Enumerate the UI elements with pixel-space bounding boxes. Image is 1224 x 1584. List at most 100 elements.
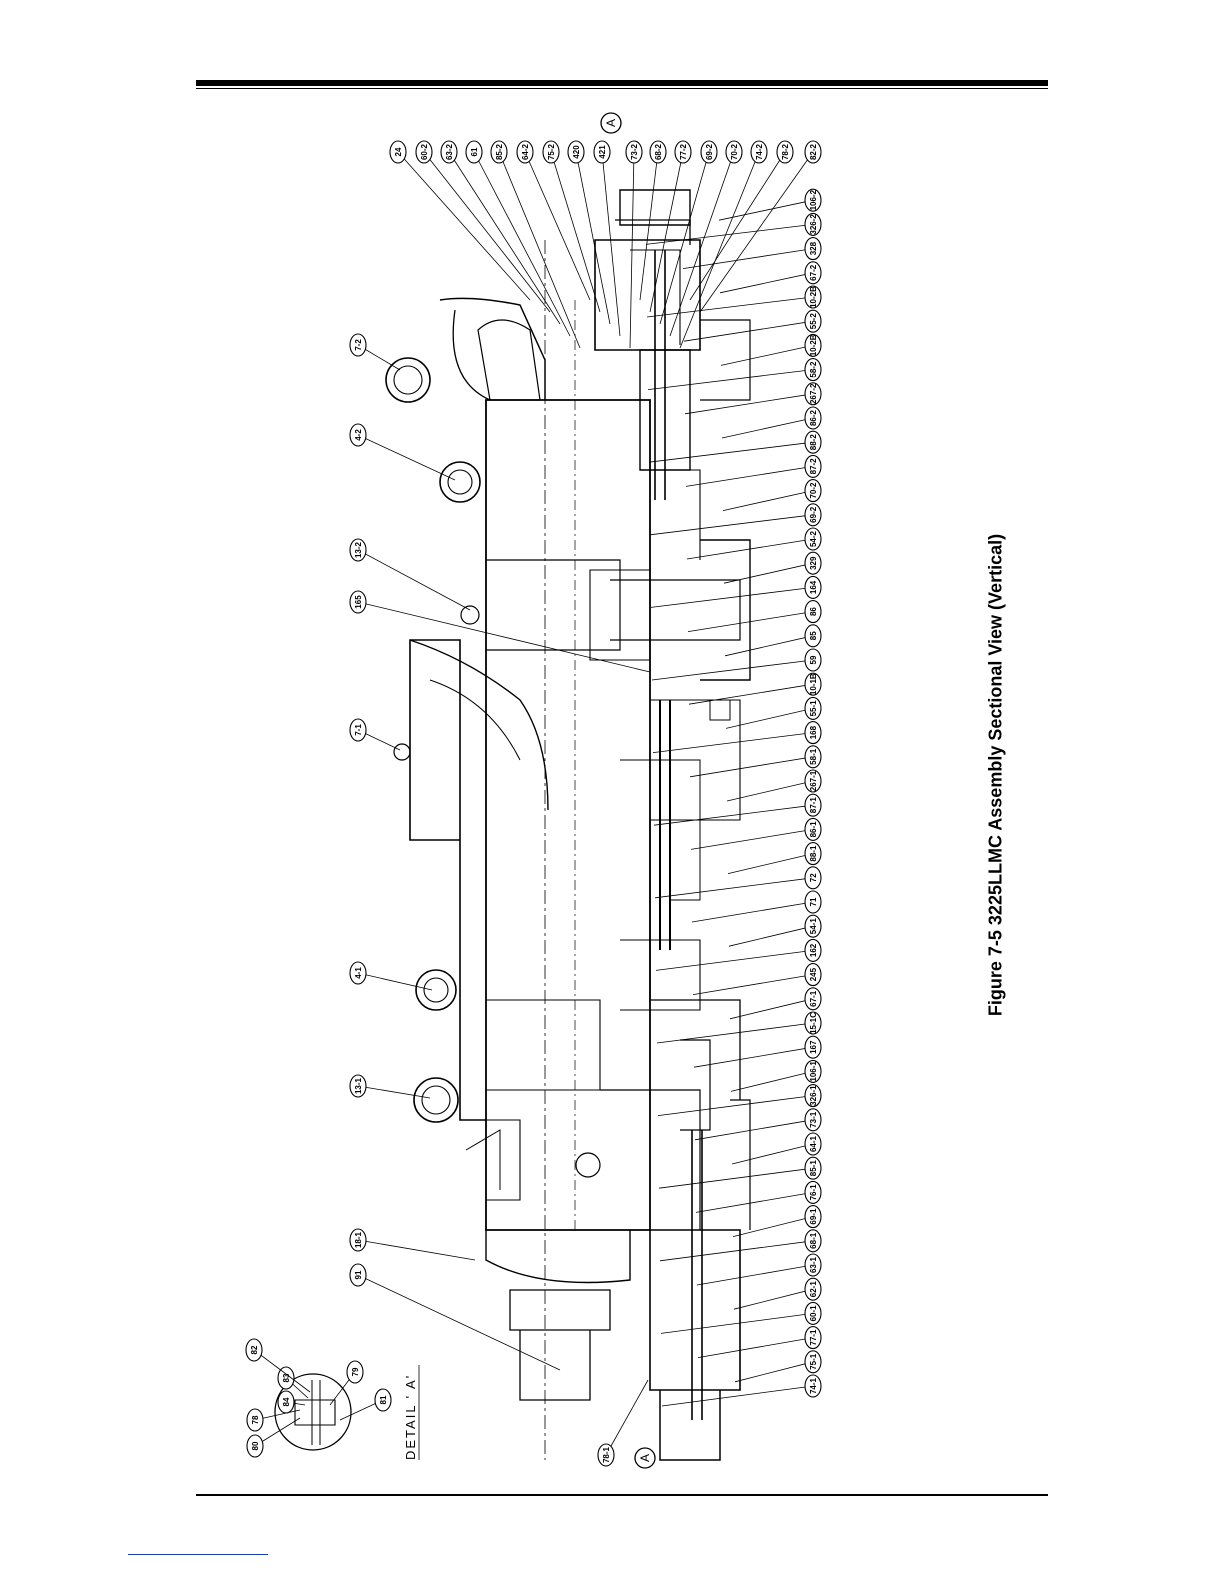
bubble-label: 24	[394, 147, 403, 156]
bubble-outline	[246, 1408, 264, 1432]
callout-bubble: 91	[349, 1263, 561, 1371]
bubble-label: 245	[809, 967, 818, 981]
leader-line	[724, 635, 814, 657]
bubble-label: 54-1	[809, 918, 818, 935]
section-marker-label: A	[638, 1454, 652, 1462]
leader-line	[357, 1274, 561, 1371]
bubble-label: 55-1	[809, 700, 818, 717]
bubble-outline	[804, 963, 822, 987]
misc-callout-bubbles: 78-1	[597, 1379, 649, 1467]
bubble-outline	[804, 1205, 822, 1229]
leader-line	[721, 417, 814, 439]
bubble-outline	[349, 590, 367, 614]
bubble-label: 82	[250, 1345, 259, 1354]
bubble-outline	[804, 842, 822, 866]
leader-line	[605, 1379, 649, 1456]
leader-line	[661, 1385, 814, 1407]
callout-bubble: 328	[682, 237, 822, 269]
bubble-outline	[804, 1301, 822, 1325]
bubble-label: 79	[351, 1367, 360, 1376]
detail-a-view	[274, 1373, 352, 1451]
bubble-outline	[804, 212, 822, 236]
bubble-outline	[804, 1084, 822, 1108]
bubble-label: 84	[282, 1397, 291, 1406]
leader-line	[357, 549, 471, 611]
bubble-outline	[804, 140, 822, 164]
bubble-outline	[349, 333, 367, 357]
callout-bubble: 164	[650, 575, 822, 608]
bubble-outline	[804, 527, 822, 551]
eye-bolts	[385, 357, 601, 1178]
bubble-label: 165	[354, 595, 363, 609]
bubble-outline	[804, 261, 822, 285]
callout-bubble: 62-1	[733, 1277, 822, 1310]
bubble-outline	[277, 1366, 295, 1390]
callout-bubble: 7-1	[349, 718, 401, 751]
bubble-outline	[516, 140, 534, 164]
bubble-label: 58-2	[809, 361, 818, 378]
callout-bubble: 86	[687, 600, 822, 632]
leader-line	[727, 853, 814, 874]
bubble-outline	[804, 793, 822, 817]
bubble-label: 77-2	[679, 143, 688, 160]
bubble-outline	[804, 1156, 822, 1180]
leader-line	[473, 151, 571, 337]
bubble-label: 67-1	[809, 990, 818, 1007]
leader-line	[731, 1143, 814, 1165]
callout-bubble: 69-1	[732, 1205, 822, 1237]
bubble-label: 106-2	[809, 189, 818, 210]
callout-bubble: 78-2	[689, 140, 794, 301]
bubble-outline	[349, 423, 367, 447]
leader-line	[683, 320, 814, 342]
leader-line	[524, 151, 591, 301]
leader-line	[692, 974, 814, 995]
bubble-label: 77-1	[809, 1329, 818, 1346]
bubble-label: 70-2	[730, 143, 739, 160]
bubble-label: 13-2	[354, 541, 363, 558]
callout-bubble: 79	[329, 1360, 364, 1406]
bubble-outline	[804, 914, 822, 938]
callout-bubble: 86-1	[690, 817, 822, 850]
callout-bubble: 67-1	[729, 987, 822, 1020]
leader-line	[686, 538, 814, 560]
callout-bubble: 267-1	[726, 769, 822, 802]
leader-line	[730, 1071, 814, 1092]
callout-bubble: 64-1	[731, 1132, 822, 1165]
bubble-label: 421	[598, 145, 607, 159]
bubble-outline	[804, 648, 822, 672]
bubble-label: 4-2	[354, 429, 363, 441]
figure-caption-text: Figure 7-5 3225LLMC Assembly Sectional V…	[985, 533, 1006, 1017]
bubble-outline	[804, 721, 822, 745]
leader-line	[646, 296, 814, 318]
callout-bubble: 69-2	[649, 503, 822, 536]
bubble-outline	[804, 1253, 822, 1277]
leader-line	[397, 151, 531, 301]
bubble-label: 75-2	[547, 143, 556, 160]
leader-line	[601, 151, 621, 337]
bubble-label: 67-2	[809, 264, 818, 281]
leader-line	[693, 1046, 814, 1068]
leader-line	[656, 1022, 814, 1044]
bubble-outline	[804, 1229, 822, 1253]
leader-line	[550, 151, 601, 313]
callout-bubble: 55-1	[725, 696, 822, 729]
bubble-label: 78-1	[602, 1446, 611, 1463]
bubble-label: 18-1	[354, 1231, 363, 1248]
callout-bubble: 69-2	[659, 140, 718, 325]
bubble-label: 88-2	[809, 434, 818, 451]
leader-line	[679, 151, 760, 349]
leader-line	[728, 925, 814, 947]
callout-bubble: 167	[693, 1035, 822, 1068]
bubble-label: 70-2	[809, 482, 818, 499]
leader-line	[357, 601, 651, 673]
bubble-label: 85-2	[495, 143, 504, 160]
bubble-outline	[804, 817, 822, 841]
bubble-label: 60-2	[420, 143, 429, 160]
callout-bubble: 245	[692, 963, 822, 995]
bubble-outline	[804, 575, 822, 599]
callout-bubble: 73-2	[625, 140, 643, 349]
leader-line	[725, 708, 814, 729]
section-marker-top: A	[600, 112, 622, 134]
leader-line	[695, 1192, 814, 1213]
bubble-label: 7-2	[354, 339, 363, 351]
